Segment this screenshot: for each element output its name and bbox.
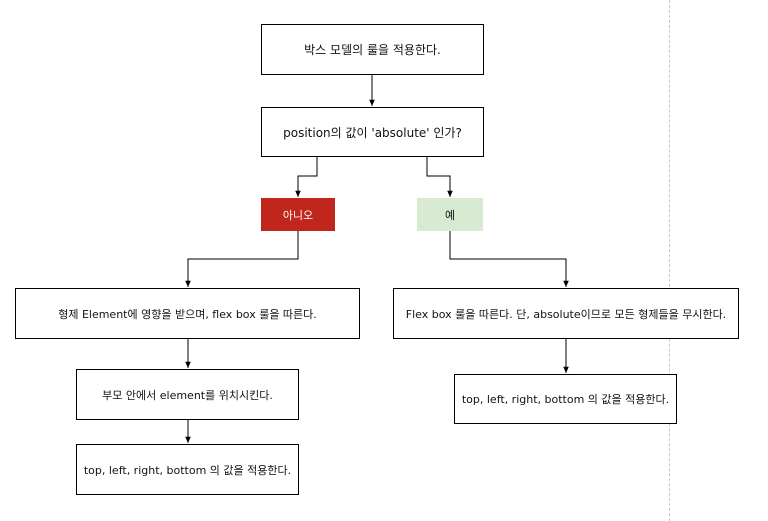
node-sibling-flex: 형제 Element에 영향을 받으며, flex box 룰을 따른다.	[15, 288, 360, 339]
node-position-in-parent: 부모 안에서 element를 위치시킨다.	[76, 369, 299, 420]
edge-yes-to-flex	[449, 231, 569, 287]
node-start: 박스 모델의 룰을 적용한다.	[261, 24, 484, 75]
node-apply-offsets-right: top, left, right, bottom 의 값을 적용한다.	[454, 374, 677, 424]
edge-question-to-yes	[426, 156, 453, 197]
node-flex-ignore-siblings: Flex box 룰을 따른다. 단, absolute이므로 모든 형제들을 …	[393, 288, 739, 339]
page-divider	[669, 0, 670, 521]
node-apply-offsets-left: top, left, right, bottom 의 값을 적용한다.	[76, 444, 299, 495]
edge-question-to-no	[295, 156, 318, 197]
label-yes: 예	[417, 198, 483, 231]
edge-no-to-sibling	[185, 231, 299, 287]
node-question: position의 값이 'absolute' 인가?	[261, 107, 484, 157]
label-no: 아니오	[261, 198, 335, 231]
